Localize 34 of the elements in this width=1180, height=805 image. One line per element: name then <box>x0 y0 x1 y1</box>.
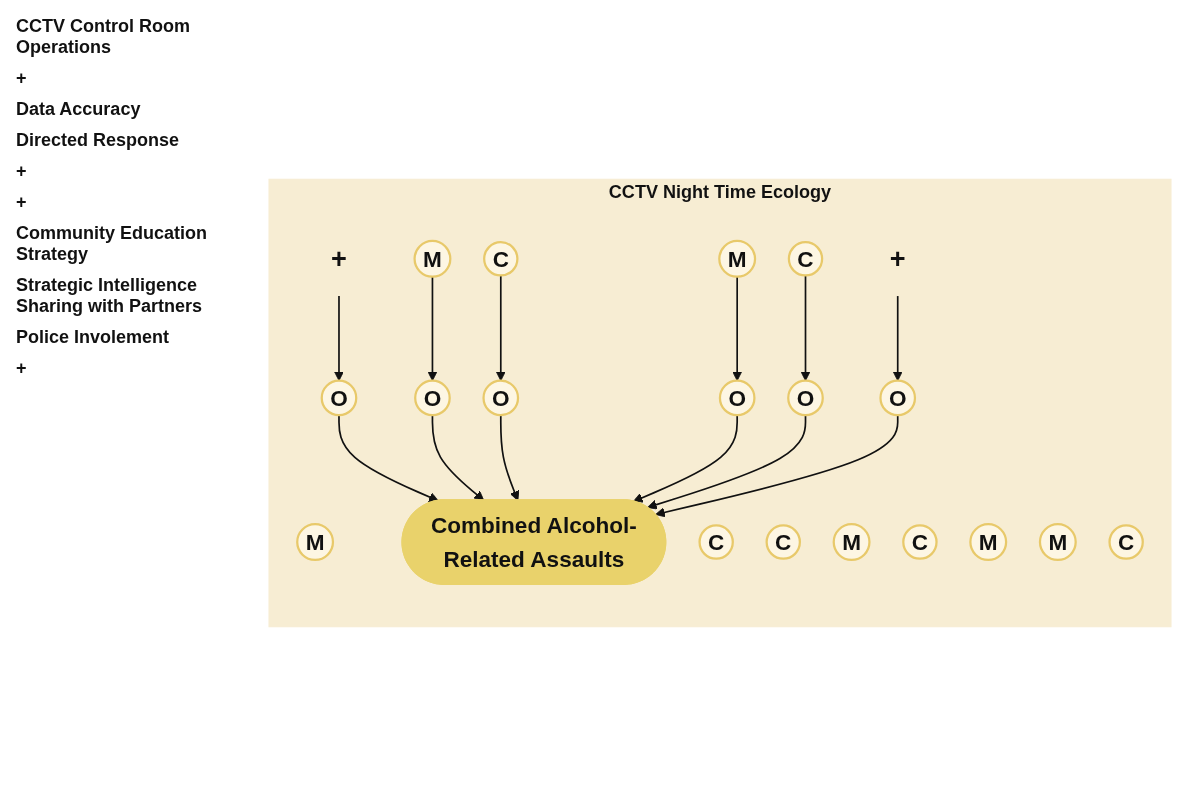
node-circle: C <box>787 240 824 277</box>
mechanism-label: Directed Response <box>16 130 181 151</box>
arrow <box>892 294 903 381</box>
node-circle: C <box>902 523 938 560</box>
node-circle: C <box>483 240 519 277</box>
node-circle: O <box>320 379 358 416</box>
node-circle: O <box>414 379 451 416</box>
mechanism-label: CCTV Control Room Operations <box>16 16 191 58</box>
node-text: + <box>889 242 906 273</box>
mechanism-label: Strategic Intelligence Sharing with Partners <box>16 275 204 317</box>
node-circle: O <box>718 379 756 416</box>
node-circle: M <box>832 522 871 561</box>
mechanism-label: + <box>16 192 28 213</box>
node-circle: O <box>879 379 917 416</box>
mechanism-label: Data Accuracy <box>16 99 142 120</box>
arrow <box>334 294 344 381</box>
arrow <box>495 274 506 381</box>
node-circle: O <box>482 379 520 416</box>
mechanism-label: + <box>16 161 28 182</box>
mechanism-label: + <box>16 68 28 89</box>
node-circle: M <box>296 522 335 561</box>
node-circle: M <box>969 522 1008 561</box>
mechanism-label: Community Education Strategy <box>16 223 208 265</box>
node-circle: O <box>787 379 824 416</box>
node-circle: M <box>718 239 757 278</box>
node-circle: M <box>1038 522 1077 561</box>
node-circle: C <box>698 523 734 560</box>
node-text: + <box>331 242 347 273</box>
mechanism-label: Police Involement <box>16 327 171 348</box>
node-circle: C <box>765 523 801 560</box>
arrow <box>800 274 811 381</box>
mechanism-label: + <box>16 358 28 379</box>
node-circle: M <box>413 239 452 278</box>
node-circle: C <box>1108 523 1144 560</box>
